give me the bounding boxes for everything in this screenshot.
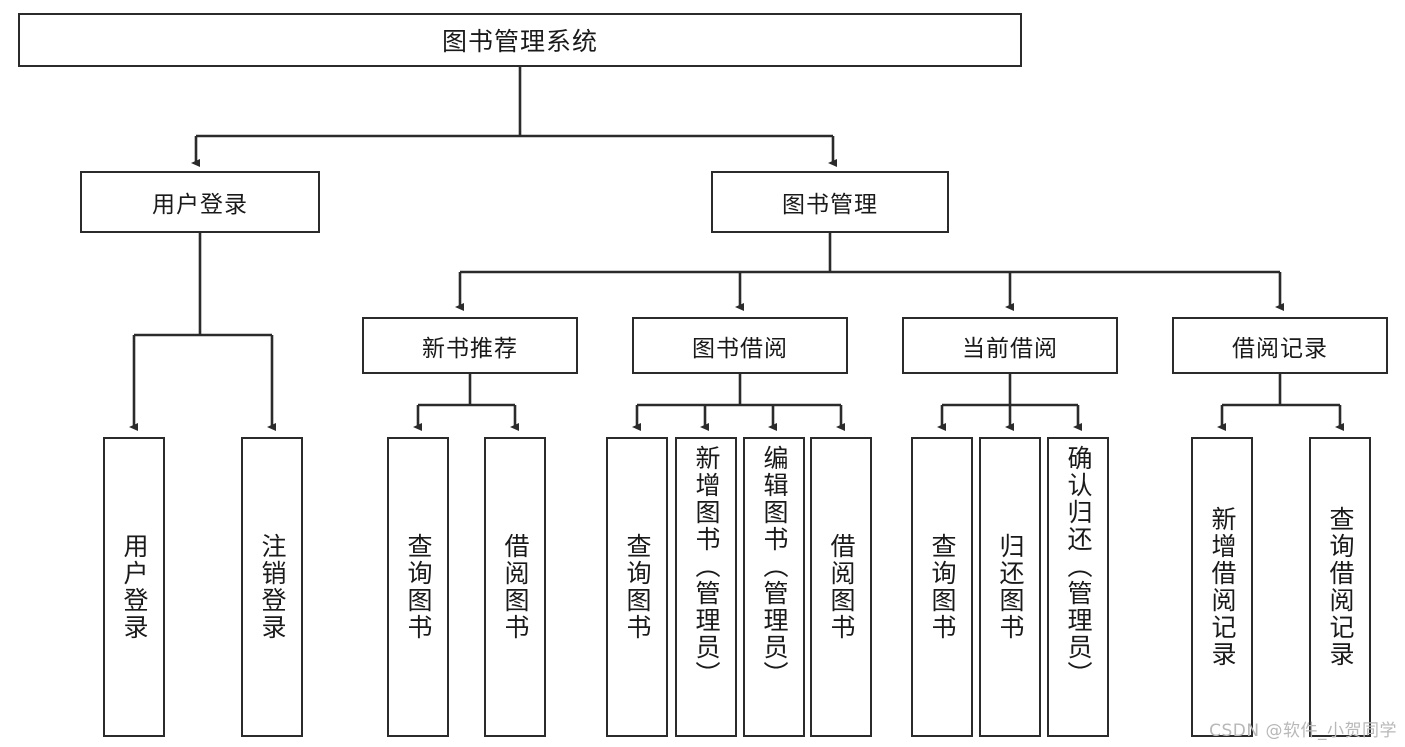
- node-label: 新书推荐: [422, 335, 518, 362]
- node-book-management[interactable]: 图书管理: [711, 171, 949, 233]
- leaf-current-borrow-return-book[interactable]: 归还图书: [979, 437, 1041, 737]
- leaf-book-borrow-add-book-admin[interactable]: 新增图书（管理员）: [675, 437, 737, 737]
- leaf-current-borrow-confirm-return-admin[interactable]: 确认归还（管理员）: [1047, 437, 1109, 737]
- leaf-new-book-borrow-book[interactable]: 借阅图书: [484, 437, 546, 737]
- node-label: 归还图书: [996, 533, 1025, 641]
- leaf-borrow-record-add-record[interactable]: 新增借阅记录: [1191, 437, 1253, 737]
- node-book-borrow[interactable]: 图书借阅: [632, 317, 848, 374]
- leaf-book-borrow-borrow-book[interactable]: 借阅图书: [810, 437, 872, 737]
- node-label: 注销登录: [258, 533, 287, 641]
- leaf-book-borrow-edit-book-admin[interactable]: 编辑图书（管理员）: [743, 437, 805, 737]
- node-label: 查询图书: [928, 533, 957, 641]
- node-label: 图书借阅: [692, 335, 788, 362]
- node-current-borrow[interactable]: 当前借阅: [902, 317, 1118, 374]
- node-label: 编辑图书（管理员）: [760, 445, 789, 688]
- node-root-book-management-system[interactable]: 图书管理系统: [18, 13, 1022, 67]
- node-user-login[interactable]: 用户登录: [80, 171, 320, 233]
- node-label: 图书管理: [782, 192, 878, 218]
- leaf-user-login-login[interactable]: 用户登录: [103, 437, 165, 737]
- node-label: 用户登录: [152, 192, 248, 218]
- node-label: 新增借阅记录: [1208, 506, 1237, 668]
- node-label: 查询图书: [623, 533, 652, 641]
- leaf-book-borrow-query-book[interactable]: 查询图书: [606, 437, 668, 737]
- leaf-new-book-query-book[interactable]: 查询图书: [387, 437, 449, 737]
- csdn-watermark: CSDN @软件_小贺同学: [1209, 721, 1397, 741]
- node-new-book-recommend[interactable]: 新书推荐: [362, 317, 578, 374]
- node-label: 借阅图书: [827, 533, 856, 641]
- node-label: 新增图书（管理员）: [692, 445, 721, 688]
- node-label: 用户登录: [120, 533, 149, 641]
- node-label: 图书管理系统: [441, 27, 598, 56]
- leaf-current-borrow-query-book[interactable]: 查询图书: [911, 437, 973, 737]
- node-label: 借阅图书: [501, 533, 530, 641]
- node-borrow-record[interactable]: 借阅记录: [1172, 317, 1388, 374]
- node-label: 查询图书: [404, 533, 433, 641]
- leaf-borrow-record-query-record[interactable]: 查询借阅记录: [1309, 437, 1371, 737]
- node-label: 查询借阅记录: [1326, 506, 1355, 668]
- node-label: 借阅记录: [1232, 335, 1328, 362]
- node-label: 确认归还（管理员）: [1064, 445, 1093, 688]
- leaf-user-login-logout[interactable]: 注销登录: [241, 437, 303, 737]
- node-label: 当前借阅: [962, 335, 1058, 362]
